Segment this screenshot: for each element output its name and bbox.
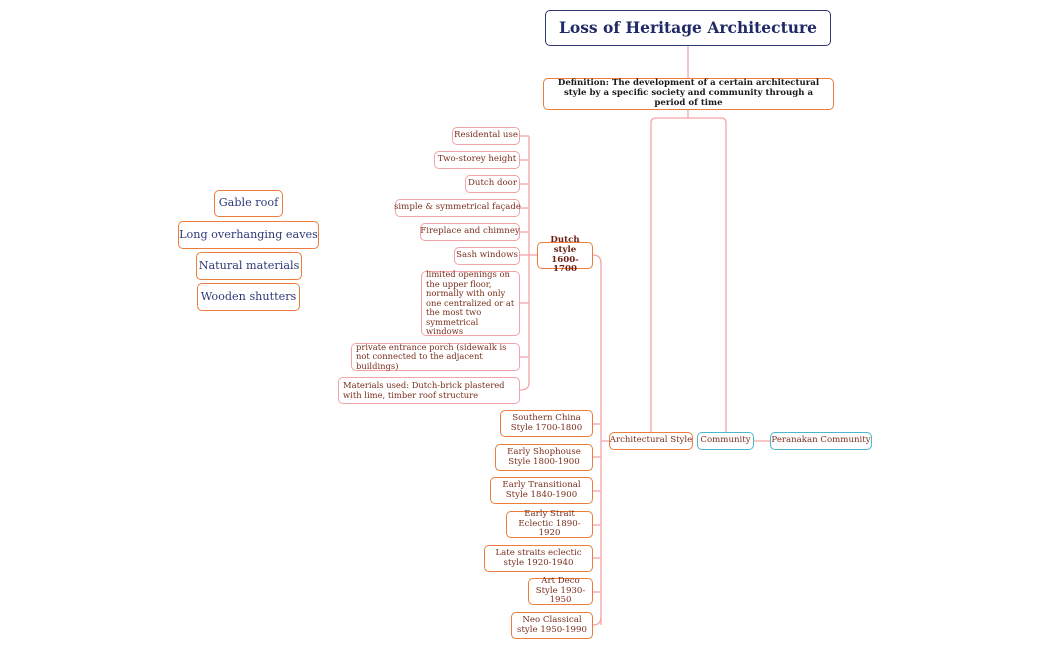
dutch-feature-two-storey[interactable]: Two-storey height xyxy=(434,151,520,169)
style-late-straits-eclectic-label: Late straits eclectic style 1920-1940 xyxy=(495,547,582,568)
style-art-deco[interactable]: Art Deco Style 1930-1950 xyxy=(528,576,593,606)
dutch-feature-sash-windows[interactable]: Sash windows xyxy=(454,247,520,265)
link-feature-9 xyxy=(519,382,530,391)
definition-text: Definition: The development of a certain… xyxy=(557,78,820,108)
root-topic[interactable]: Loss of Heritage Architecture xyxy=(545,10,831,46)
dutch-style-topic[interactable]: Dutch style 1600-1700 xyxy=(537,235,593,274)
style-early-strait-eclectic[interactable]: Early Strait Eclectic 1890-1920 xyxy=(506,509,593,539)
style-neo-classical-label: Neo Classical style 1950-1990 xyxy=(517,614,587,635)
definition-topic[interactable]: Definition: The development of a certain… xyxy=(543,78,834,110)
style-early-transitional-label: Early Transitional Style 1840-1900 xyxy=(502,479,581,500)
style-early-shophouse-label: Early Shophouse Style 1800-1900 xyxy=(507,446,581,467)
link-dutch-spine xyxy=(592,254,602,264)
link-trunk-architectural xyxy=(650,117,688,432)
style-late-straits-eclectic[interactable]: Late straits eclectic style 1920-1940 xyxy=(484,545,593,572)
dutch-feature-limited-openings[interactable]: limited openings on the upper floor, nor… xyxy=(421,269,520,336)
dutch-feature-dutch-door[interactable]: Dutch door xyxy=(465,175,520,193)
floating-long-overhanging-eaves[interactable]: Long overhanging eaves xyxy=(178,221,319,249)
branch-architectural-style[interactable]: Architectural Style xyxy=(609,432,693,450)
branch-community[interactable]: Community xyxy=(697,432,754,450)
floating-wooden-shutters[interactable]: Wooden shutters xyxy=(197,283,300,311)
branch-peranakan-community[interactable]: Peranakan Community xyxy=(770,432,872,450)
style-early-shophouse[interactable]: Early Shophouse Style 1800-1900 xyxy=(495,444,593,471)
style-early-transitional[interactable]: Early Transitional Style 1840-1900 xyxy=(490,477,593,504)
floating-natural-materials[interactable]: Natural materials xyxy=(196,252,302,280)
style-early-strait-eclectic-label: Early Strait Eclectic 1890-1920 xyxy=(518,509,581,539)
dutch-feature-residential[interactable]: Residental use xyxy=(452,127,520,145)
dutch-feature-facade[interactable]: simple & symmetrical façade xyxy=(394,199,521,217)
link-trunk-community xyxy=(688,117,727,432)
style-art-deco-label: Art Deco Style 1930-1950 xyxy=(535,576,586,606)
style-southern-china-label: Southern China Style 1700-1800 xyxy=(510,412,583,433)
dutch-feature-entrance-porch[interactable]: private entrance porch (sidewalk is not … xyxy=(351,342,520,371)
link-style-7 xyxy=(592,616,602,626)
dutch-feature-fireplace[interactable]: Fireplace and chimney xyxy=(420,223,520,241)
dutch-feature-materials[interactable]: Materials used: Dutch-brick plastered wi… xyxy=(338,377,520,404)
floating-gable-roof[interactable]: Gable roof xyxy=(214,190,283,217)
style-southern-china[interactable]: Southern China Style 1700-1800 xyxy=(500,410,593,437)
dutch-style-label: Dutch style 1600-1700 xyxy=(550,235,580,275)
style-neo-classical[interactable]: Neo Classical style 1950-1990 xyxy=(511,612,593,639)
